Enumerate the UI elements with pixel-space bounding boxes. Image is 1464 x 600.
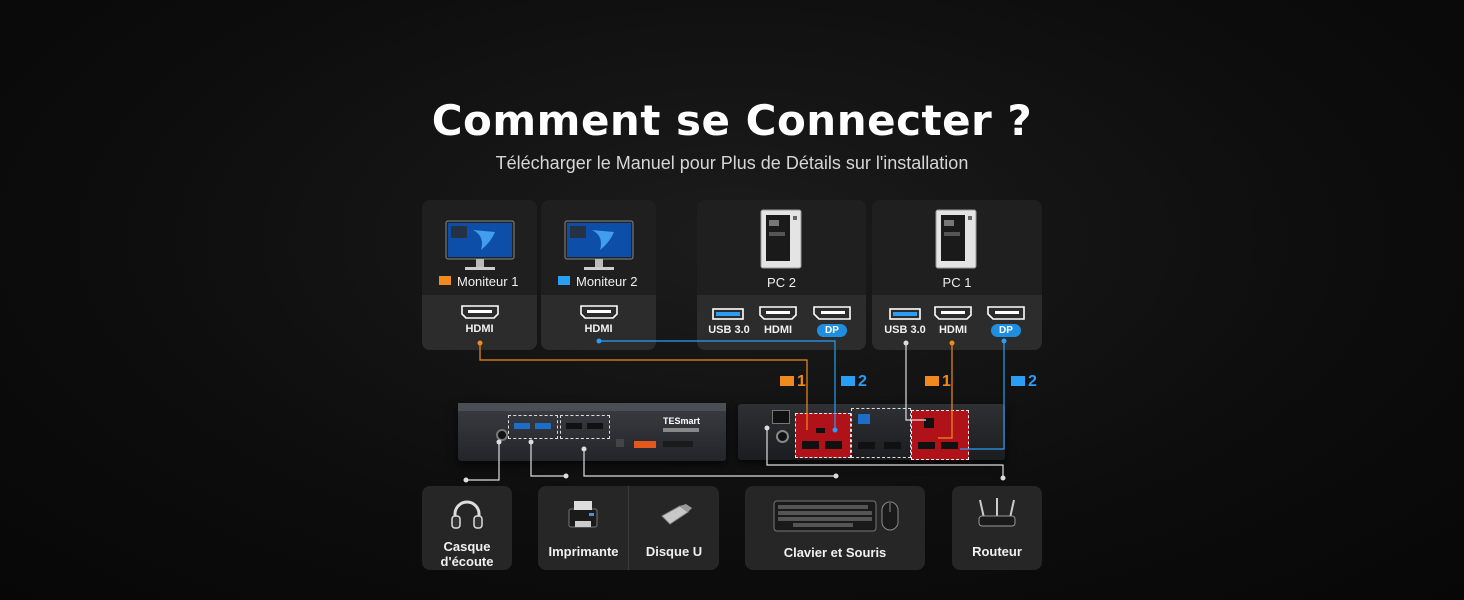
keyboard-mouse-card: Clavier et Souris — [745, 486, 925, 570]
usb-hdmi-port-group — [851, 408, 911, 458]
router-icon — [978, 498, 1016, 527]
hdmi-port-icon — [461, 305, 499, 319]
brand-label: TESmart — [663, 416, 701, 426]
router-card: Routeur — [952, 486, 1042, 570]
pc-2-hdmi-label: HDMI — [763, 324, 793, 336]
usb-group-dashed — [560, 415, 610, 439]
headphone-icon — [451, 500, 483, 529]
pc-2-label: PC 2 — [767, 275, 796, 290]
monitor-orange-icon — [925, 376, 939, 386]
page-title: Comment se Connecter ? — [431, 96, 1033, 145]
monitor-blue-icon — [1011, 376, 1025, 386]
channel-label: 1 — [797, 373, 806, 390]
monitor-2-color-icon — [558, 276, 570, 285]
displayport-icon — [987, 306, 1025, 320]
mouse-icon — [881, 501, 899, 531]
hdmi-port-icon — [934, 306, 972, 320]
pc-2-usb-label: USB 3.0 — [708, 324, 750, 336]
pc-1-dp-label: DP — [991, 324, 1021, 337]
monitor-2-port-label: HDMI — [584, 323, 613, 335]
usb-group-dashed — [508, 415, 558, 439]
headphone-jack — [496, 429, 508, 441]
keyboard-mouse-label: Clavier et Souris — [783, 545, 887, 560]
power-jack — [776, 430, 789, 443]
keyboard-icon — [773, 500, 877, 532]
pc-1-hdmi-label: HDMI — [938, 324, 968, 336]
hdmi-port-icon — [580, 305, 618, 319]
pc-1-card: PC 1 USB 3.0 HDMI DP — [872, 200, 1042, 350]
pc-tower-icon — [760, 209, 802, 269]
kvm-front-panel: TESmart — [458, 403, 726, 461]
pc-1-label: PC 1 — [942, 275, 972, 290]
usb-drive-label: Disque U — [645, 544, 703, 559]
kvm-rear-panel — [738, 404, 1005, 460]
usb-drive-icon — [661, 504, 692, 525]
pc-1-usb-label: USB 3.0 — [884, 324, 926, 336]
printer-usb-card: Imprimante Disque U — [538, 486, 719, 570]
pc1-port-group — [911, 410, 969, 460]
monitor-blue-icon — [841, 376, 855, 386]
headphone-label: Casque d'écoute — [440, 539, 494, 569]
router-label: Routeur — [972, 544, 1022, 559]
page-subtitle: Télécharger le Manuel pour Plus de Détai… — [495, 153, 969, 173]
pc-tower-icon — [935, 209, 977, 269]
monitor-1-port-label: HDMI — [465, 323, 494, 335]
monitor-1-label: Moniteur 1 — [457, 274, 519, 289]
pc2-port-group — [795, 413, 851, 458]
headphone-card: Casque d'écoute — [422, 486, 512, 570]
channel-label: 2 — [1028, 373, 1037, 390]
monitor-2-label: Moniteur 2 — [576, 274, 638, 289]
monitor-icon — [564, 220, 634, 270]
monitor-1-card: Moniteur 1 HDMI — [422, 200, 537, 350]
hdmi-port-icon — [759, 306, 797, 320]
ethernet-port — [772, 410, 790, 424]
channel-label: 1 — [942, 373, 951, 390]
usb-port-icon — [889, 308, 921, 320]
pc-2-dp-label: DP — [817, 324, 847, 337]
channel-label: 2 — [858, 373, 867, 390]
monitor-orange-icon — [780, 376, 794, 386]
usb-port-icon — [712, 308, 744, 320]
printer-label: Imprimante — [548, 544, 619, 559]
monitor-icon — [445, 220, 515, 270]
printer-icon — [568, 501, 598, 528]
monitor-1-color-icon — [439, 276, 451, 285]
displayport-icon — [813, 306, 851, 320]
